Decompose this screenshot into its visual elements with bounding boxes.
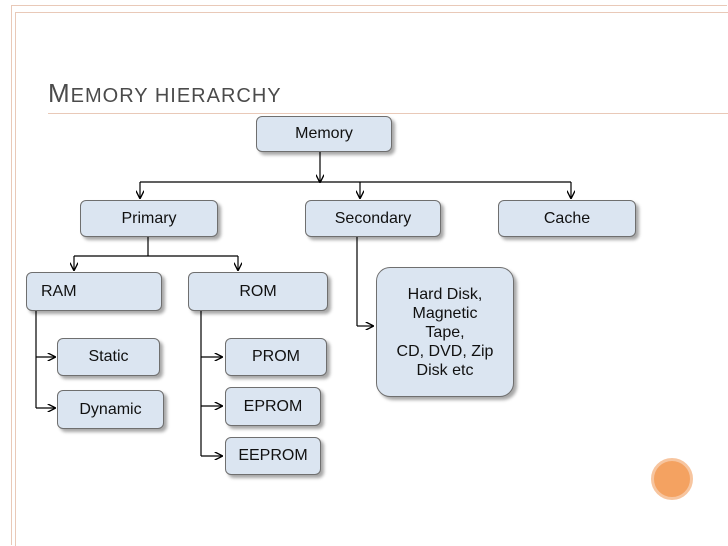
slide-title: MEMORY HIERARCHY <box>48 78 282 109</box>
node-dynamic: Dynamic <box>57 390 164 429</box>
devices-line-3: Tape, <box>425 323 465 341</box>
devices-line-2: Magnetic <box>412 304 478 322</box>
node-memory: Memory <box>256 116 392 152</box>
devices-line-4: CD, DVD, Zip <box>396 342 494 360</box>
node-secondary: Secondary <box>305 200 441 237</box>
title-rest: EMORY HIERARCHY <box>70 85 282 107</box>
node-ram: RAM <box>26 272 162 311</box>
node-cache: Cache <box>498 200 636 237</box>
devices-line-5: Disk etc <box>416 361 474 379</box>
devices-line-1: Hard Disk, <box>407 285 483 303</box>
slide-frame-outer <box>11 5 727 545</box>
title-first-letter: M <box>48 78 71 108</box>
node-primary: Primary <box>80 200 218 237</box>
node-static: Static <box>57 338 160 376</box>
node-secondary-devices: Hard Disk, Magnetic Tape, CD, DVD, Zip D… <box>376 267 514 397</box>
title-rule <box>48 113 728 114</box>
node-rom: ROM <box>188 272 328 311</box>
accent-dot <box>651 458 693 500</box>
node-eeprom: EEPROM <box>225 437 321 475</box>
node-eprom: EPROM <box>225 387 321 426</box>
slide-frame-inner <box>15 12 728 546</box>
node-prom: PROM <box>225 338 327 376</box>
